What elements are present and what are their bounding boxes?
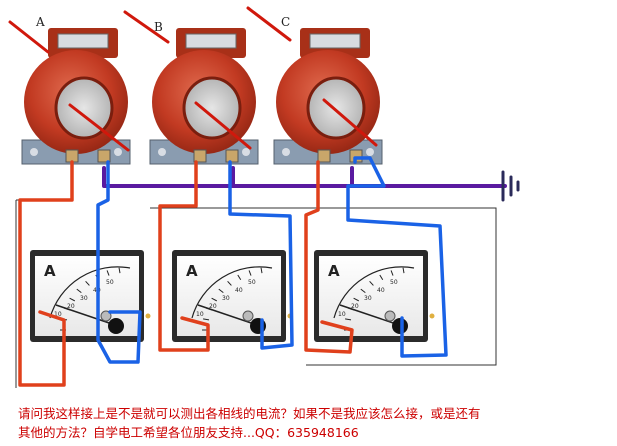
meter-scale-number: 40: [377, 287, 385, 294]
meter-scale-number: 40: [235, 287, 243, 294]
ammeter-b: A 10 20 30 40 50: [172, 250, 293, 342]
meter-unit-label: A: [186, 262, 198, 280]
pointer-lines: [8, 6, 378, 152]
blue-wire-a: [96, 160, 142, 364]
current-transformer-c: [273, 28, 383, 165]
red-wire-c: [304, 160, 354, 354]
ct-label-c: C: [281, 15, 290, 29]
common-wire-purple: [102, 166, 507, 188]
current-transformer-b: [149, 28, 259, 165]
meter-scale-number: 30: [80, 295, 88, 302]
question-text-line-2: 其他的方法？自学电工希望各位朋友支持...QQ：635948166: [18, 425, 359, 440]
blue-wire-b: [228, 160, 294, 350]
meter-scale-number: 30: [364, 295, 372, 302]
meter-scale-number: 20: [351, 303, 359, 310]
red-wire-b: [158, 160, 210, 352]
current-transformers: [21, 28, 383, 165]
meter-scale-number: 50: [390, 279, 398, 286]
meter-scale-number: 50: [106, 279, 114, 286]
meter-unit-label: A: [328, 262, 340, 280]
meter-scale-number: 50: [248, 279, 256, 286]
question-text-line-1: 请问我这样接上是不是就可以测出各相线的电流？如果不是我应该怎么接，或是还有: [18, 406, 481, 421]
ct-label-b: B: [154, 20, 163, 34]
ground-symbol-icon: [501, 170, 520, 202]
wires: [18, 156, 507, 387]
red-wire-a: [18, 160, 74, 387]
ammeter-c: A 10 20 30 40 50: [314, 250, 435, 342]
blue-wire-c: [346, 156, 448, 358]
meter-scale-number: 10: [54, 311, 62, 318]
current-transformer-a: [21, 28, 131, 165]
meter-scale-number: 10: [338, 311, 346, 318]
meter-scale-number: 20: [67, 303, 75, 310]
meter-scale-number: 30: [222, 295, 230, 302]
meter-scale-number: 20: [209, 303, 217, 310]
meter-scale-number: 10: [196, 311, 204, 318]
meter-unit-label: A: [44, 262, 56, 280]
ct-label-a: A: [35, 15, 45, 29]
